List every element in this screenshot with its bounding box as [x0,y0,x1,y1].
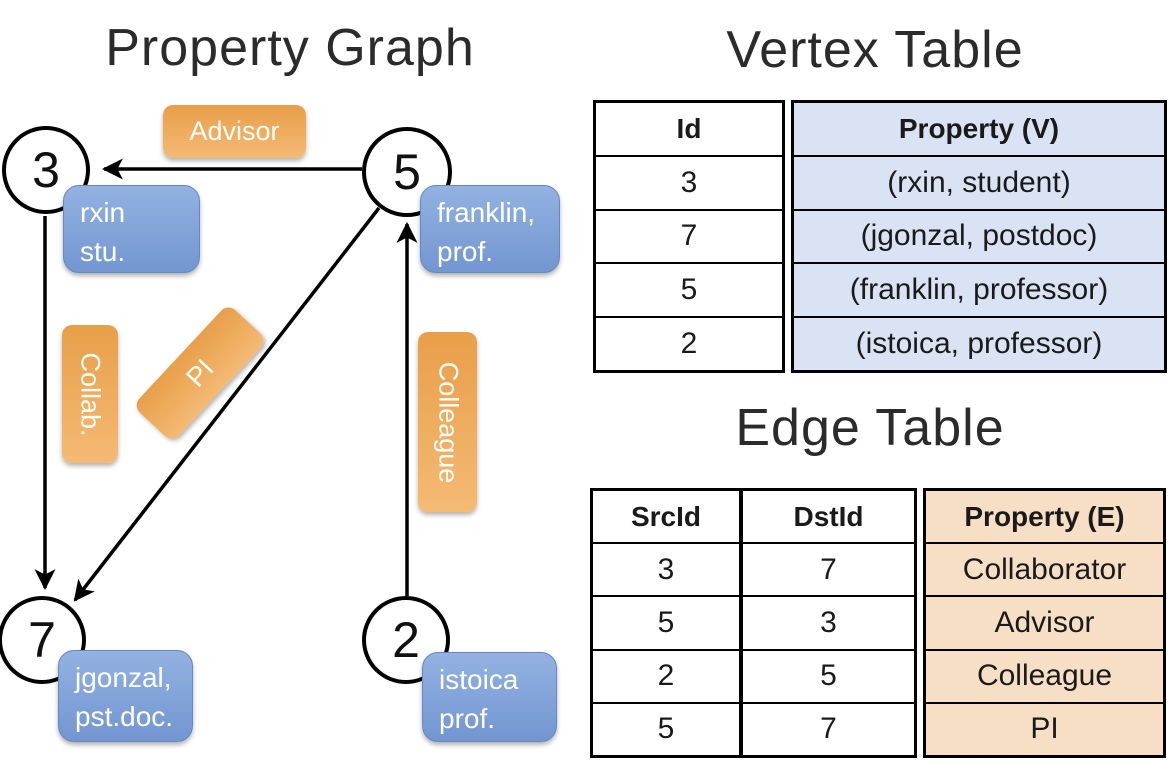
vertex-table-property-column: Property (V) (rxin, student) (jgonzal, p… [791,100,1167,373]
edge-table-property-cell: PI [926,701,1163,756]
edge-label-pi-text: PI [179,353,220,393]
node-7-id: 7 [28,612,56,668]
edge-label-advisor: Advisor [163,105,306,158]
vertex-label-istoica-line2: prof. [439,702,496,734]
vertex-label-franklin-line1: franklin, [437,197,536,228]
property-graph-title: Property Graph [105,19,475,77]
edge-table-srcid-cell: 2 [593,648,739,702]
vertex-label-rxin-line1: rxin [80,197,126,228]
vertex-label-rxin: rxin stu. [63,185,200,273]
vertex-table-property-cell: (istoica, professor) [794,316,1164,370]
edge-table-property-column: Property (E) Collaborator Advisor Collea… [923,488,1166,758]
vertex-table-id-column: Id 3 7 5 2 [593,100,785,373]
vertex-label-jgonzal-line2: pst.doc. [75,700,174,732]
edge-table-srcid-cell: 3 [593,542,739,595]
edge-label-colleague-text: Colleague [433,361,463,483]
vertex-table-property-cell: (franklin, professor) [794,262,1164,317]
vertex-table-id-cell: 5 [596,262,782,316]
graph-edge-layer [34,158,418,602]
vertex-label-franklin: franklin, prof. [420,185,560,273]
vertex-table-property-cell: (rxin, student) [794,154,1164,209]
vertex-label-jgonzal-line1: jgonzal, [75,662,172,693]
vertex-table-header-id: Id [676,112,702,144]
edge-table-title: Edge Table [735,399,1005,457]
vertex-label-franklin-line2: prof. [437,235,494,267]
edge-table-srcid-cell: 5 [593,701,739,755]
edge-table-property-cell: Advisor [926,595,1163,649]
vertex-label-istoica-line1: istoica [439,664,519,695]
vertex-table-id-cell: 3 [596,154,782,209]
edge-table-dstid-cell: 5 [743,648,914,702]
edge-table-dstid-cell: 3 [743,595,914,648]
edge-pi-5-to-7 [73,206,381,602]
vertex-table-id-cell: 7 [596,208,782,263]
vertex-table-property-cell: (jgonzal, postdoc) [794,208,1164,263]
edge-table-dstid-cell: 7 [743,701,914,755]
graph-node-5: 5 [362,127,452,217]
node-3-id: 3 [32,142,60,198]
edge-table-header-property: Property (E) [926,491,1163,543]
vertex-label-jgonzal: jgonzal, pst.doc. [58,650,193,742]
edge-table-header-dstid: DstId [793,500,864,532]
edge-table-srcid-cell: 5 [593,595,739,648]
vertex-table-header-property: Property (V) [794,103,1164,155]
node-2-id: 2 [392,612,420,668]
edge-table-property-cell: Collaborator [926,542,1163,596]
edge-table-dstid-cell: 7 [743,542,914,595]
edge-table-srcid-column: SrcId 3 5 2 5 [590,488,742,758]
graph-node-2: 2 [362,596,450,684]
vertex-label-istoica: istoica prof. [422,652,557,742]
edge-label-collab: Collab. [62,325,118,463]
vertex-label-rxin-line2: stu. [80,235,126,267]
edge-table-property-cell: Colleague [926,648,1163,702]
node-5-id: 5 [393,144,421,200]
vertex-table-id-cell: 2 [596,316,782,370]
edge-label-advisor-text: Advisor [189,116,280,146]
edge-table-dstid-column: DstId 7 3 5 7 [740,488,917,758]
edge-label-collab-text: Collab. [75,351,106,437]
edge-table-header-srcid: SrcId [630,500,702,532]
edge-label-colleague: Colleague [418,332,477,512]
vertex-table-title: Vertex Table [726,21,1024,79]
